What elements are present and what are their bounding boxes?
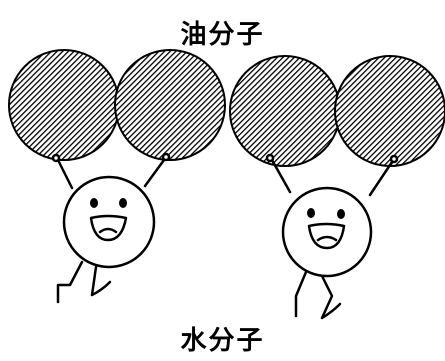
eye	[307, 208, 315, 218]
arm	[368, 160, 394, 197]
water-character-left	[51, 152, 171, 304]
oil-ball	[334, 55, 445, 167]
leg	[294, 270, 308, 318]
arm	[270, 158, 292, 194]
water-character-right	[265, 153, 399, 320]
tongue	[98, 227, 118, 234]
tongue	[316, 235, 338, 242]
arm	[143, 158, 166, 188]
hand	[265, 153, 275, 163]
oil-ball	[114, 49, 226, 161]
oil-ball	[229, 55, 341, 167]
leg	[90, 265, 112, 297]
leg	[320, 274, 342, 320]
arm	[56, 158, 74, 190]
hand	[51, 153, 61, 163]
oil-molecules	[8, 49, 445, 167]
leg	[56, 260, 84, 304]
eye	[337, 209, 345, 219]
oil-ball	[8, 49, 120, 161]
eye	[90, 198, 98, 208]
eye	[119, 198, 127, 208]
hand	[161, 152, 171, 162]
oil-molecule-label: 油分子	[180, 20, 265, 50]
water-molecule-label: 水分子	[180, 326, 265, 356]
hand	[389, 154, 399, 164]
